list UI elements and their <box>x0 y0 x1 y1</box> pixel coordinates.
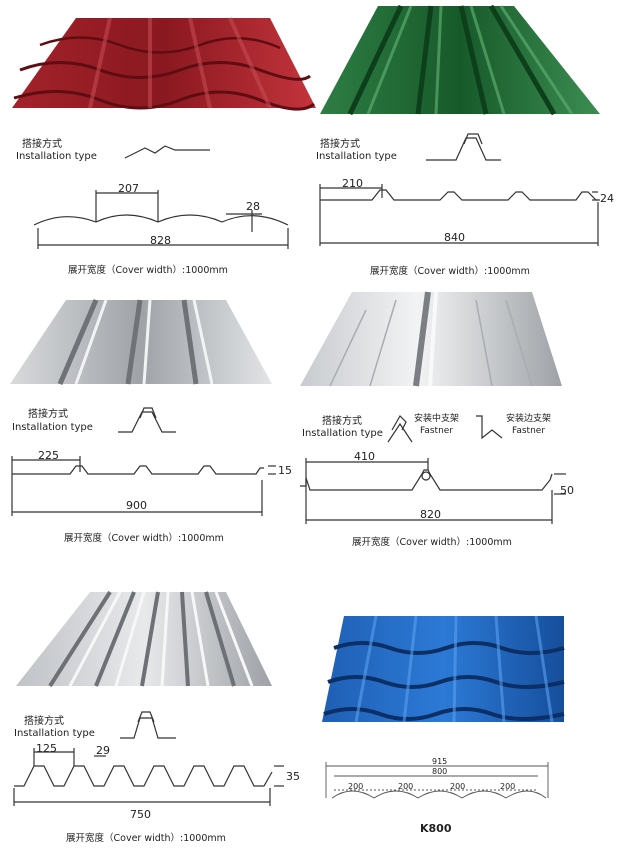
red-dim-height: 28 <box>246 200 260 213</box>
seam-dim-pitch: 410 <box>354 450 375 463</box>
corrugated-image <box>16 590 272 688</box>
green-install-icon <box>426 133 501 161</box>
red-tile-sheet-image <box>12 17 316 111</box>
green-sheet-graphics: 210 24 840 <box>319 4 614 246</box>
standing-seam-graphics: 410 50 820 <box>300 291 574 524</box>
seam-fastener-mid-en: Fastner <box>420 426 454 436</box>
corrugated-dim-width: 750 <box>130 808 151 821</box>
k800-profile-drawing <box>325 762 549 799</box>
corrugated-install-cn: 搭接方式 <box>24 716 64 727</box>
red-tile-graphics: 207 28 828 <box>12 17 316 249</box>
seam-dim-width: 820 <box>420 508 441 521</box>
blue-tile-sheet-image <box>322 615 565 723</box>
k800-dim-seg4: 200 <box>500 782 515 791</box>
green-dim-width: 840 <box>444 231 465 244</box>
seam-fastener-mid-cn: 安装中支架 <box>414 414 460 424</box>
silver-dim-width: 900 <box>126 499 147 512</box>
corrugated-dim-top: 29 <box>96 744 110 757</box>
seam-fastener-edge-cn: 安装边支架 <box>506 414 552 424</box>
green-dim-pitch: 210 <box>342 177 363 190</box>
green-sheet-image <box>320 4 600 116</box>
red-dim-pitch: 207 <box>118 182 139 195</box>
corrugated-dim-height: 35 <box>286 770 300 783</box>
k800-dim-seg1: 200 <box>348 782 363 791</box>
k800-model-label: K800 <box>420 822 452 835</box>
red-cover-width: 展开宽度（Cover width）:1000mm <box>68 265 228 276</box>
green-profile-drawing <box>319 184 600 246</box>
corrugated-cover-width: 展开宽度（Cover width）:1000mm <box>66 833 226 844</box>
red-install-en: Installation type <box>16 151 97 162</box>
green-cover-width: 展开宽度（Cover width）:1000mm <box>370 266 530 277</box>
seam-cover-width: 展开宽度（Cover width）:1000mm <box>352 537 512 548</box>
k800-dim-total: 915 <box>432 757 447 766</box>
green-dim-height: 24 <box>600 192 614 205</box>
seam-profile-drawing <box>300 458 566 524</box>
silver-install-icon <box>118 407 176 433</box>
seam-install-cn: 搭接方式 <box>322 416 362 427</box>
silver-cover-width: 展开宽度（Cover width）:1000mm <box>64 533 224 544</box>
panel-blue-k800: 915 800 200 200 200 200 K800 <box>316 570 632 860</box>
blue-k800-graphics: 915 800 200 200 200 200 <box>322 615 565 799</box>
silver-install-cn: 搭接方式 <box>28 409 68 420</box>
panel-green-sheet: 210 24 840 搭接方式 Installation type 展开宽度（C… <box>316 0 632 290</box>
corrugated-dim-pitch: 125 <box>36 742 57 755</box>
silver-profile-drawing <box>11 456 276 516</box>
green-install-en: Installation type <box>316 151 397 162</box>
panel-standing-seam: 410 50 820 搭接方式 Installation type 安装中支架 … <box>296 290 632 570</box>
green-install-cn: 搭接方式 <box>320 139 360 150</box>
silver-trapezoid-image <box>10 299 272 385</box>
red-install-cn: 搭接方式 <box>22 139 62 150</box>
silver-dim-height: 15 <box>278 464 292 477</box>
k800-dim-seg3: 200 <box>450 782 465 791</box>
corrugated-profile-drawing <box>13 748 284 806</box>
standing-seam-image <box>300 291 562 387</box>
panel-corrugated: 125 29 35 750 搭接方式 Installation type 展开宽… <box>0 570 316 860</box>
silver-dim-pitch: 225 <box>38 449 59 462</box>
red-profile-drawing <box>33 190 289 249</box>
panel-red-tile: 207 28 828 搭接方式 Installation type 展开宽度（C… <box>0 0 316 290</box>
panel-silver-trapezoid: 225 15 900 搭接方式 Installation type 展开宽度（C… <box>0 290 316 570</box>
k800-dim-width: 800 <box>432 767 447 776</box>
corrugated-install-icon <box>120 711 176 739</box>
seam-fastener-edge-en: Fastner <box>512 426 546 436</box>
seam-install-icon-edge <box>476 415 503 440</box>
seam-dim-height: 50 <box>560 484 574 497</box>
corrugated-install-en: Installation type <box>14 728 95 739</box>
red-dim-width: 828 <box>150 234 171 247</box>
corrugated-graphics: 125 29 35 750 <box>13 590 300 821</box>
red-install-icon <box>124 145 210 159</box>
silver-trapezoid-graphics: 225 15 900 <box>10 299 292 516</box>
seam-install-icon-mid <box>387 415 413 443</box>
k800-dim-seg2: 200 <box>398 782 413 791</box>
silver-install-en: Installation type <box>12 422 93 433</box>
seam-install-en: Installation type <box>302 428 383 439</box>
